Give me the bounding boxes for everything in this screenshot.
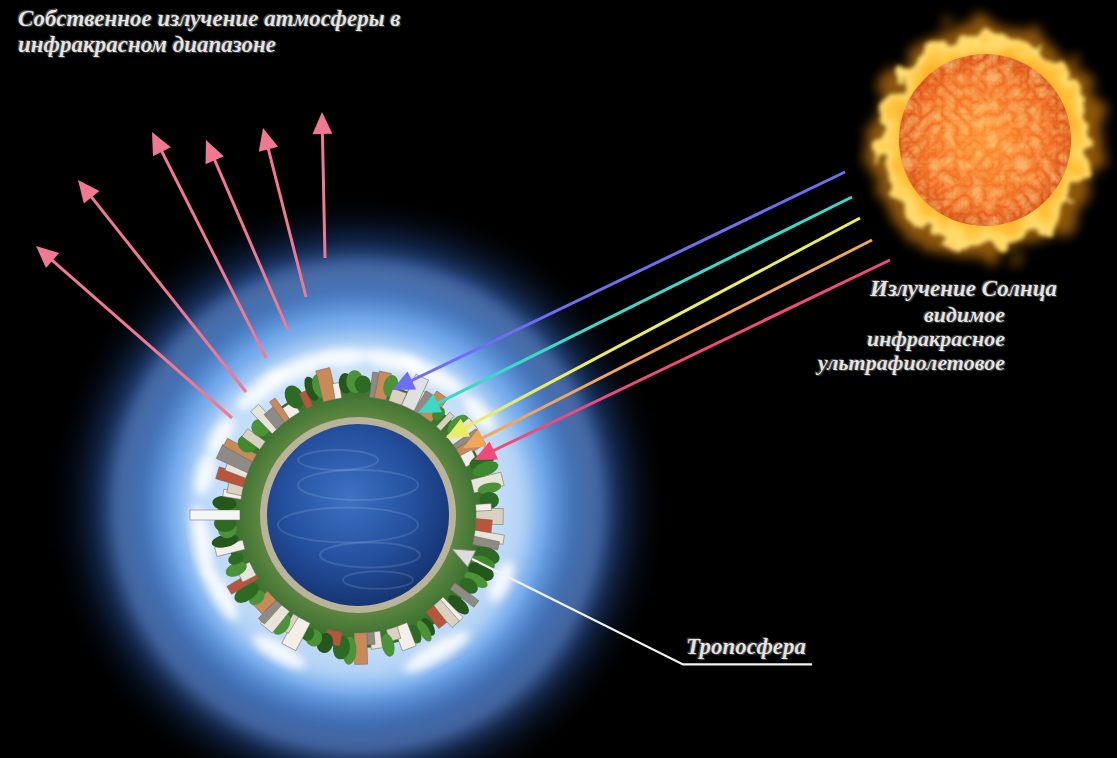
solar-ray	[463, 240, 872, 448]
infrared-arrow	[78, 180, 246, 392]
arrowhead	[36, 246, 59, 268]
ray-line	[463, 218, 860, 429]
sun-texture	[899, 54, 1071, 226]
building-group	[190, 368, 504, 665]
solar-ray	[446, 218, 860, 438]
infrared-arrow	[36, 246, 232, 418]
arrowhead	[259, 128, 278, 152]
atmosphere-glow	[46, 193, 670, 758]
arrowhead	[78, 180, 100, 203]
arrow-line	[322, 131, 325, 258]
leader-arrowhead	[452, 549, 476, 567]
water-disc	[267, 424, 449, 606]
infrared-arrow	[259, 128, 306, 297]
solar-ray	[418, 197, 852, 413]
arrowhead	[206, 140, 224, 164]
ray-arrowhead	[418, 394, 442, 413]
planet-feature	[190, 510, 240, 520]
layer-label: Тропосфера	[686, 634, 806, 660]
caption-text: Собственное излучение атмосферы в инфрак…	[18, 6, 418, 59]
water-ripples	[278, 450, 420, 589]
ripple	[298, 470, 418, 500]
infrared-arrow	[152, 132, 266, 358]
spectrum-label: инфракрасное	[867, 326, 1005, 351]
ripple	[343, 571, 413, 589]
cloud	[322, 347, 367, 369]
spectrum-label: ультрафиолетовое	[818, 350, 1005, 375]
arrow-line	[90, 195, 246, 392]
sun-label: Излучение Солнца	[870, 276, 1057, 302]
solar-ray	[392, 172, 845, 390]
ray-line	[409, 172, 845, 382]
ripple	[320, 543, 420, 568]
arrow-line	[161, 149, 266, 358]
ray-arrowhead	[446, 419, 470, 438]
leader-line	[467, 557, 812, 665]
solar-rays	[392, 172, 890, 460]
ray-line	[435, 197, 852, 405]
infrared-arrow	[312, 112, 332, 258]
sun-halo	[867, 22, 1103, 258]
shore-road	[260, 417, 456, 613]
ray-arrowhead	[392, 371, 416, 390]
arrowhead	[152, 132, 171, 156]
planet-feature	[476, 503, 492, 511]
cloud-group	[187, 345, 519, 678]
ray-line	[480, 240, 872, 439]
inner-glow	[183, 335, 533, 685]
planet-feature	[354, 375, 371, 393]
sun	[867, 22, 1103, 258]
ripple	[278, 508, 418, 543]
building	[190, 510, 240, 520]
sun-flame	[879, 34, 1091, 246]
troposphere-leader	[452, 549, 812, 664]
arrowhead	[312, 112, 332, 134]
infrared-arrow	[206, 140, 288, 330]
arrow-line	[268, 146, 306, 297]
building	[476, 503, 492, 511]
ray-arrowhead	[474, 441, 498, 460]
sun-core	[899, 54, 1071, 226]
ripple	[298, 450, 378, 470]
infrared-emission-arrows	[36, 112, 332, 418]
ray-arrowhead	[463, 429, 487, 448]
tree	[354, 375, 371, 393]
spectrum-label: видимое	[924, 302, 1005, 327]
troposphere-ring	[120, 270, 596, 746]
land-ring	[225, 382, 491, 648]
cloud	[191, 451, 220, 498]
